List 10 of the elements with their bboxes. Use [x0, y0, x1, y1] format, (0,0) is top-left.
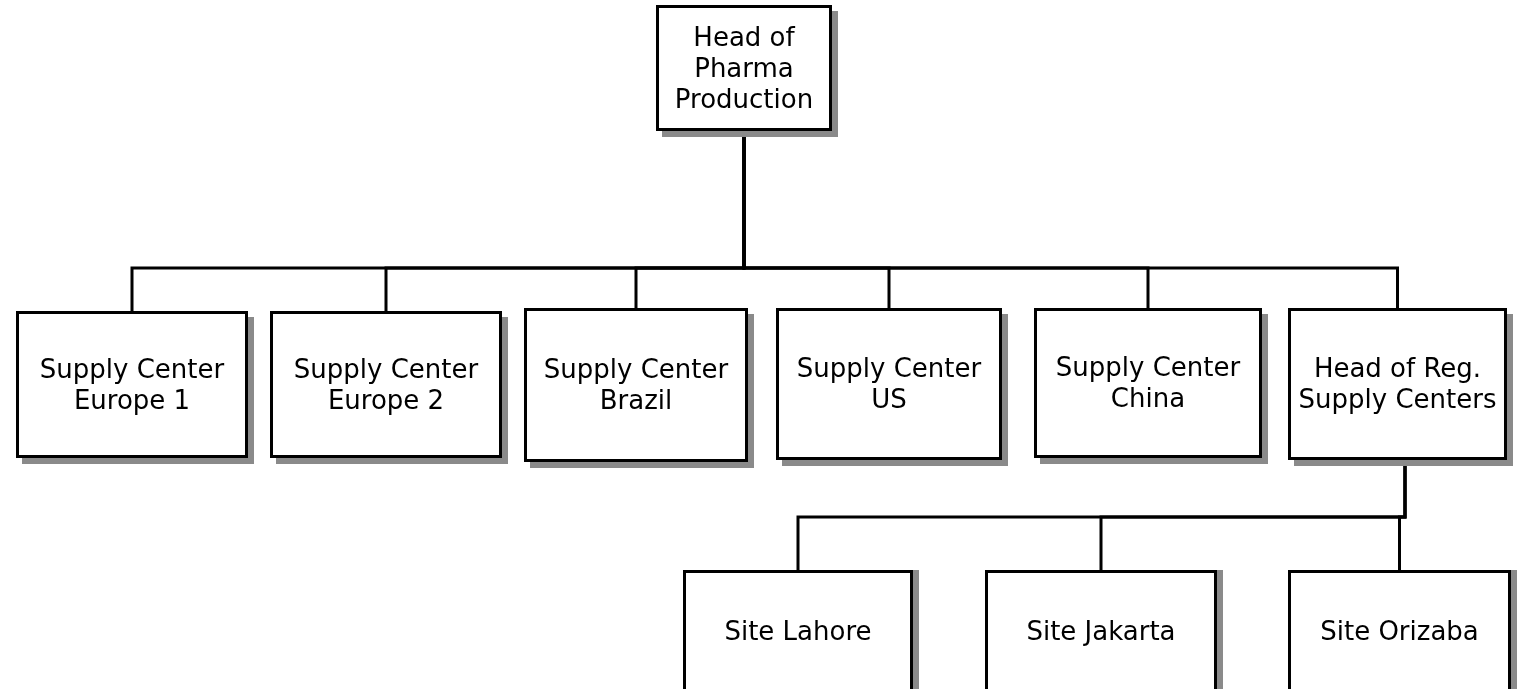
box-label: Site Jakarta	[1026, 615, 1176, 647]
box-label: Site Lahore	[724, 615, 872, 647]
box-label: Head of Pharma Production	[673, 21, 815, 115]
box-label: Site Orizaba	[1320, 615, 1479, 647]
box-label: Supply Center Europe 2	[292, 353, 480, 416]
box-label: Supply Center Europe 1	[38, 353, 226, 416]
box-label: Supply Center China	[1054, 352, 1242, 414]
box-label: Supply Center Brazil	[542, 354, 730, 416]
box-label: Head of Reg. Supply Centers	[1297, 353, 1498, 415]
box-label: Supply Center US	[795, 353, 983, 415]
